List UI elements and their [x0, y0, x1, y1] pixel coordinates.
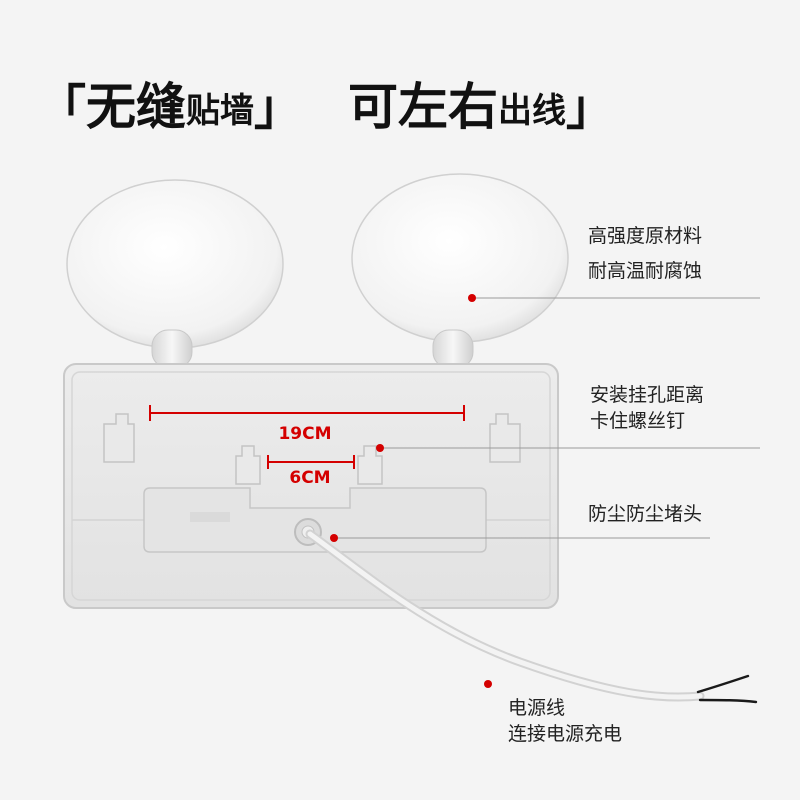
wire-black-2: [698, 698, 758, 704]
headline-close-bracket-2: 」: [566, 80, 615, 136]
headline-open-bracket: 「: [38, 80, 87, 136]
dimension-19cm: [149, 405, 465, 421]
callout-dot-dust-cap: [330, 534, 338, 542]
headline-part2-big: 可左右: [348, 78, 499, 136]
callout-lines: [330, 294, 760, 688]
callout-dot-material: [468, 294, 476, 302]
callout-cable: 电源线 连接电源充电: [508, 696, 622, 747]
dimension-6cm: [267, 455, 355, 469]
headline-part1-small: 贴墙: [186, 90, 255, 131]
mounting-hole-inner-right: [357, 445, 383, 485]
dimension-label-19cm: 19CM: [278, 424, 332, 444]
callout-dot-mounting: [376, 444, 384, 452]
headline-close-bracket-1: 」: [254, 80, 303, 136]
callout-dust-cap: 防尘防尘堵头: [588, 500, 702, 529]
callout-cable-line2: 连接电源充电: [508, 722, 623, 745]
headline: 「 无缝 贴墙 」 可左右 出线 」: [38, 58, 778, 132]
emboss-mark: [190, 512, 230, 522]
left-lamp-head: [66, 179, 284, 369]
callout-dot-cable: [484, 680, 492, 688]
callout-mounting-line2: 卡住螺丝钉: [590, 409, 686, 432]
callout-material-line2: 耐高温耐腐蚀: [588, 260, 703, 283]
callout-material: 高强度原材料 耐高温耐腐蚀: [588, 222, 702, 287]
wire-black-1: [696, 674, 750, 694]
callout-mounting: 安装挂孔距离 卡住螺丝钉: [590, 383, 704, 434]
callout-mounting-line1: 安装挂孔距离: [590, 384, 705, 406]
mounting-hole-inner-left: [235, 445, 261, 485]
right-lamp-head: [351, 173, 569, 369]
power-cable: [305, 529, 758, 704]
callout-material-line1: 高强度原材料: [588, 225, 703, 247]
headline-part2-small: 出线: [498, 90, 567, 131]
callout-cable-line1: 电源线: [508, 697, 566, 719]
headline-part1-big: 无缝: [86, 78, 187, 136]
mounting-hole-outer-right: [489, 413, 521, 463]
lamp-body: [63, 363, 559, 609]
dimension-label-6cm: 6CM: [289, 468, 331, 488]
callout-dust-cap-text: 防尘防尘堵头: [588, 503, 703, 525]
mounting-hole-outer-left: [103, 413, 135, 463]
